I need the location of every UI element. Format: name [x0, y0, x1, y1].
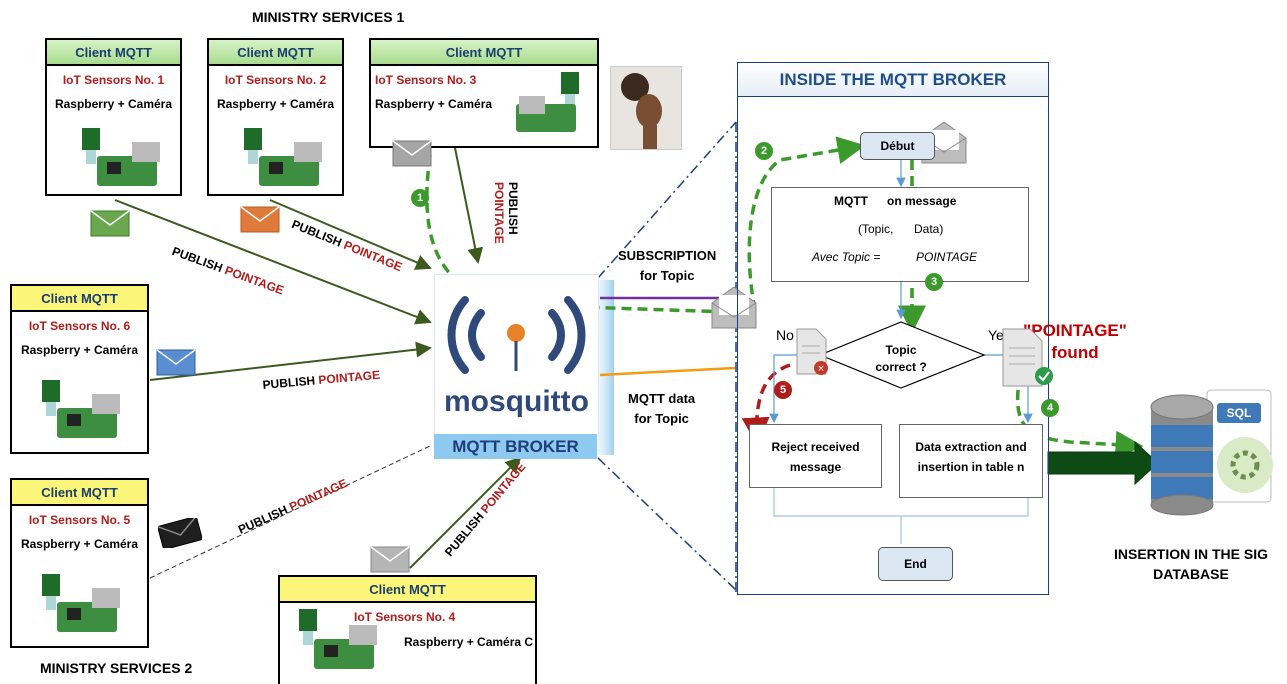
- no-label: No: [776, 327, 794, 343]
- device-label: Raspberry + Caméra: [20, 343, 139, 357]
- envelope-icon: [370, 546, 410, 573]
- publish-arrow-6: [149, 341, 432, 381]
- publish-arrow-5: [149, 445, 431, 579]
- raspberry-camera-icon: [516, 72, 579, 132]
- client-header: Client MQTT: [280, 577, 535, 603]
- device-label: Raspberry + Caméra: [375, 97, 493, 111]
- step-4-marker: 4: [1041, 399, 1059, 417]
- ministry-services-2-label: MINISTRY SERVICES 2: [40, 660, 193, 676]
- flow-start: Début: [860, 132, 935, 160]
- sql-database-icon: [1150, 389, 1273, 516]
- envelope-icon: [240, 206, 280, 233]
- open-envelope-icon: [711, 286, 757, 329]
- rejected-document-icon: ×: [796, 328, 828, 375]
- client-box-3: Client MQTT IoT Sensors No. 3 Raspberry …: [369, 38, 599, 148]
- accepted-document-icon: [1002, 328, 1053, 387]
- publish-arrow-4: [409, 456, 522, 569]
- client-box-6: Client MQTT IoT Sensors No. 6 Raspberry …: [10, 284, 149, 454]
- inside-broker-title: INSIDE THE MQTT BROKER: [737, 62, 1049, 97]
- client-box-5: Client MQTT IoT Sensors No. 5 Raspberry …: [10, 478, 149, 648]
- broker-logo-box: mosquitto: [434, 274, 599, 436]
- step-2-marker: 2: [755, 142, 773, 160]
- sensor-label: IoT Sensors No. 1: [62, 73, 165, 87]
- decision-diamond: [818, 321, 986, 389]
- client-header: Client MQTT: [12, 480, 147, 506]
- device-label: Raspberry + Caméra: [216, 97, 335, 111]
- flow-end: End: [878, 547, 953, 581]
- sensor-label: IoT Sensors No. 6: [28, 319, 131, 333]
- svg-text:×: ×: [817, 364, 825, 374]
- envelope-icon: [158, 518, 202, 548]
- envelope-icon: [90, 210, 130, 237]
- client-header: Client MQTT: [47, 40, 180, 66]
- mosquitto-wordmark: mosquitto: [444, 385, 589, 418]
- sensor-label: IoT Sensors No. 3: [375, 73, 477, 87]
- envelope-icon: [156, 349, 196, 376]
- publish-arrow-2: [269, 199, 432, 270]
- client-box-1: Client MQTT IoT Sensors No. 1 Raspberry …: [45, 38, 182, 196]
- mqtt-data-line: [599, 366, 736, 377]
- person-silhouette-icon: [621, 73, 662, 149]
- sensor-label: IoT Sensors No. 4: [354, 610, 456, 624]
- raspberry-camera-icon: [42, 574, 120, 632]
- client-header: Client MQTT: [209, 40, 342, 66]
- client-box-4: Client MQTT IoT Sensors No. 4 Raspberry …: [278, 575, 537, 684]
- flow-process-on-message: MQTT on message (Topic, Data) Avec Topic…: [771, 187, 1029, 282]
- sensor-label: IoT Sensors No. 5: [28, 513, 131, 527]
- sensor-label: IoT Sensors No. 2: [224, 73, 327, 87]
- broker-label: MQTT BROKER: [434, 434, 597, 459]
- pointage-found-label: "POINTAGE"found: [1023, 321, 1127, 362]
- raspberry-camera-icon: [299, 609, 377, 669]
- mosquitto-logo-icon: [447, 296, 586, 374]
- step-3-marker: 3: [925, 273, 943, 291]
- client-header: Client MQTT: [371, 40, 597, 66]
- device-label: Raspberry + Caméra: [54, 97, 173, 111]
- raspberry-camera-icon: [82, 128, 160, 186]
- device-label: Raspberry + Caméra C: [404, 635, 534, 649]
- client-box-2: Client MQTT IoT Sensors No. 2 Raspberry …: [207, 38, 344, 196]
- raspberry-camera-icon: [244, 128, 322, 186]
- device-label: Raspberry + Caméra: [20, 537, 139, 551]
- raspberry-camera-icon: [42, 380, 120, 438]
- step-1-marker: 1: [411, 189, 429, 207]
- step-5-marker: 5: [774, 381, 792, 399]
- client-header: Client MQTT: [12, 286, 147, 312]
- sql-badge: SQL: [1226, 406, 1252, 420]
- database-arrow: [1047, 440, 1159, 486]
- person-photo: [610, 66, 682, 150]
- publish-arrow-3: [454, 147, 484, 264]
- ministry-services-1-label: MINISTRY SERVICES 1: [252, 9, 405, 25]
- publish-arrow-1: [114, 199, 432, 325]
- envelope-icon: [392, 140, 432, 167]
